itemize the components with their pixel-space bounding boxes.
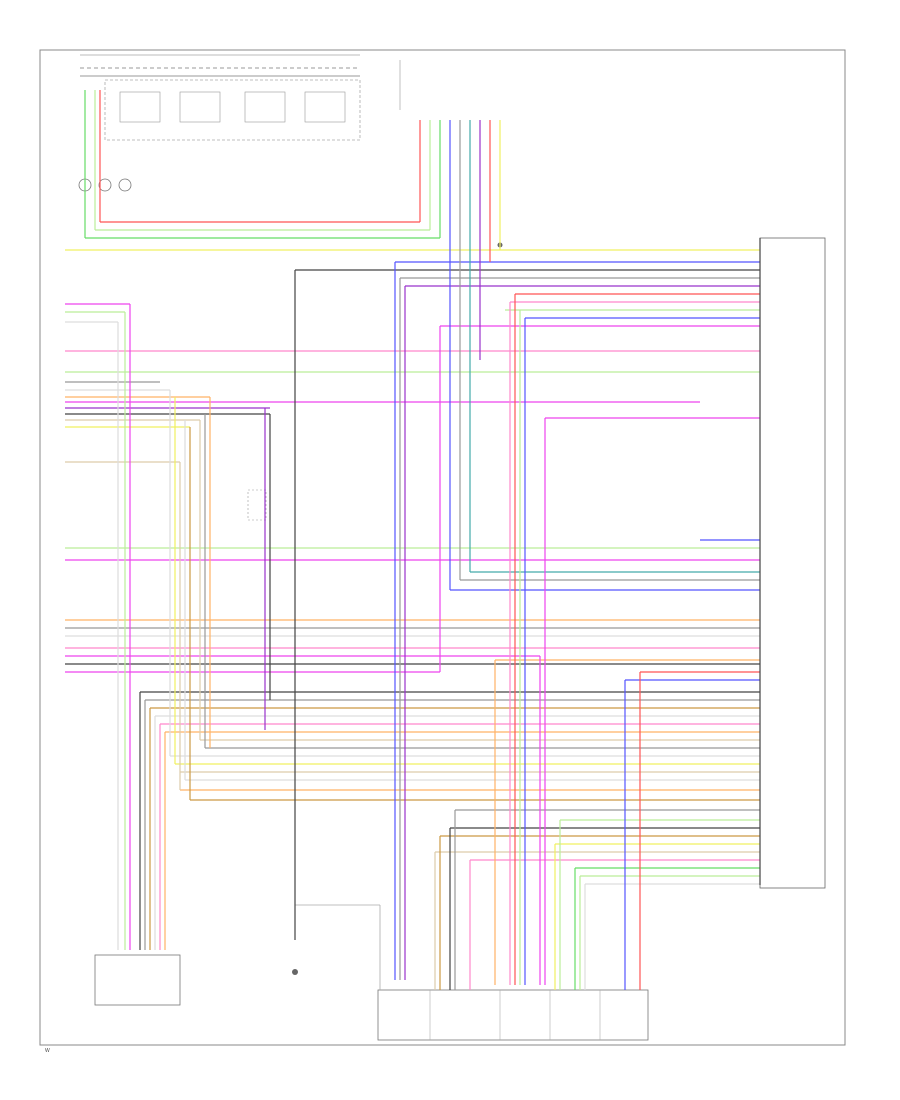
horizontal-wires [65,221,760,885]
bottom-connectors [94,904,649,1041]
switch-3 [244,91,286,123]
page-footer-label: W [45,1048,50,1054]
diagram-border [39,49,846,1046]
switch-1 [119,91,161,123]
vertical-wires [84,90,761,990]
switch-assembly [80,54,401,141]
switch-2 [179,91,221,123]
inline-component [247,489,267,521]
lamp-icon [118,178,132,192]
switch-4 [304,91,346,123]
ground-icon [292,969,298,975]
center-bottom-connector [377,989,649,1041]
left-bottom-connector [94,954,181,1006]
lamp-icon [98,178,112,192]
switch-housing [104,79,361,141]
